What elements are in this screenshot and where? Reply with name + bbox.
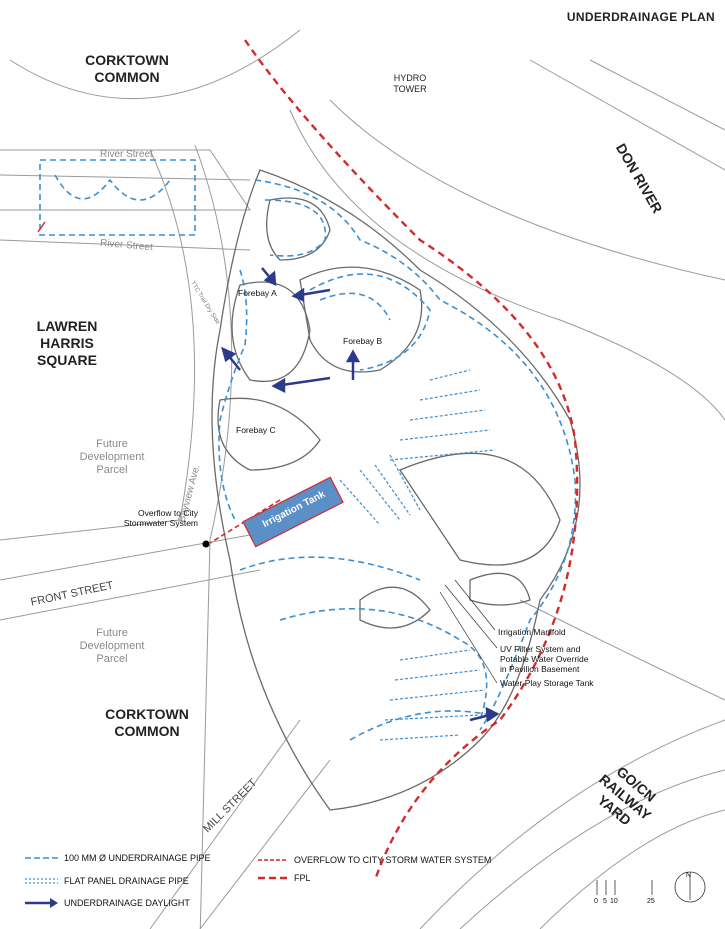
legend-symbols bbox=[25, 857, 288, 908]
underdrainage-pipes bbox=[39, 159, 577, 741]
future-parcel-1: Future Development Parcel bbox=[79, 438, 145, 476]
forebay-b: Forebay B bbox=[343, 336, 383, 346]
irrigation-tank bbox=[242, 476, 344, 548]
overflow-point bbox=[202, 540, 210, 548]
overflow-note: Overflow to City Stormwater System bbox=[123, 508, 198, 528]
scale-0: 0 bbox=[594, 898, 598, 905]
future-parcel-2: Future Development Parcel bbox=[79, 627, 145, 665]
scale-10: 10 bbox=[610, 898, 618, 905]
scale-25: 25 bbox=[647, 898, 655, 905]
irrigation-manifold: Irrigation Manifold bbox=[498, 627, 566, 637]
water-play-tank: Water Play Storage Tank bbox=[500, 678, 594, 688]
north-label: N bbox=[686, 872, 692, 879]
river-street-1: River Street bbox=[100, 149, 153, 160]
flat-panel-drainage bbox=[339, 369, 496, 741]
roads bbox=[0, 29, 725, 929]
lawren-harris-square: LAWREN HARRIS SQUARE bbox=[36, 318, 98, 368]
forebay-c: Forebay C bbox=[236, 425, 276, 435]
legend-overflow: OVERFLOW TO CITY STORM WATER SYSTEM bbox=[294, 855, 492, 865]
legend-pipe: 100 MM Ø UNDERDRAINAGE PIPE bbox=[64, 853, 211, 863]
legend-flat-panel: FLAT PANEL DRAINAGE PIPE bbox=[64, 876, 189, 886]
corktown-common-bottom: CORKTOWN COMMON bbox=[105, 706, 189, 739]
corktown-common-top: CORKTOWN COMMON bbox=[85, 52, 169, 85]
forebay-a: Forebay A bbox=[238, 288, 277, 298]
daylight-arrows bbox=[221, 267, 500, 723]
hydro-tower: HYDRO TOWER bbox=[393, 73, 427, 94]
park-outline bbox=[211, 169, 581, 811]
north-arrow-circle bbox=[674, 871, 706, 903]
page-title: UNDERDRAINAGE PLAN bbox=[566, 10, 715, 24]
uv-filter: UV Filter System and Potable Water Overr… bbox=[500, 644, 589, 674]
scale-bar bbox=[596, 880, 653, 895]
overflow-arrow bbox=[37, 221, 46, 233]
legend-fpl: FPL bbox=[294, 873, 311, 883]
scale-5: 5 bbox=[603, 898, 607, 905]
legend-daylight: UNDERDRAINAGE DAYLIGHT bbox=[64, 898, 190, 908]
